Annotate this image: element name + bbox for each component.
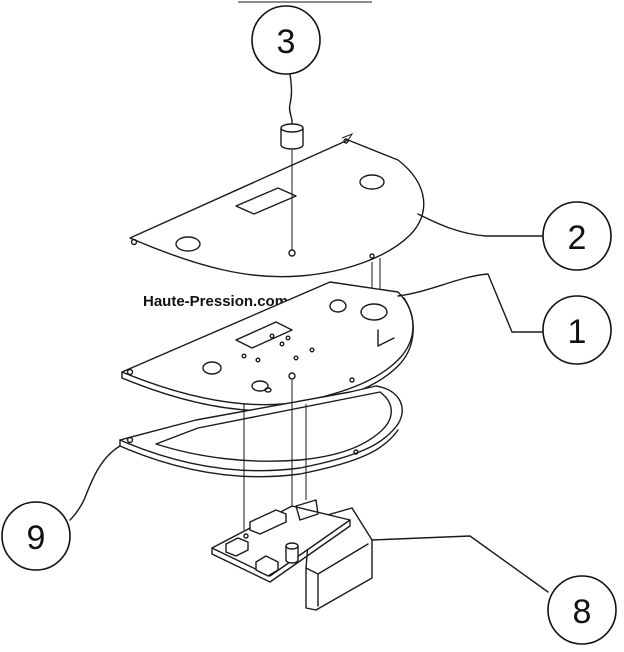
callout-3-leader [288,73,293,125]
callout-2: 2 [417,201,612,271]
callout-9-circle [1,501,71,571]
callout-1-circle [542,295,612,365]
knob-part [280,123,304,150]
gasket-ring [119,385,403,478]
middle-mounting-plate [121,281,414,412]
callout-8-label: 8 [573,593,592,631]
callout-8: 8 [371,535,617,645]
callout-9-leader [69,445,121,521]
top-cover-plate [129,132,425,278]
callout-1-leader [397,273,543,333]
callout-2-leader [417,213,543,237]
callout-8-leader [371,535,549,593]
watermark-text: Haute-Pression.com [143,293,288,310]
callout-3: 3 [251,5,321,125]
callout-1-label: 1 [568,313,587,351]
callout-3-circle [251,5,321,75]
callout-1: 1 [397,273,612,365]
callout-8-circle [547,575,617,645]
circuit-board-bracket [211,499,373,611]
callout-2-circle [542,201,612,271]
callout-9: 9 [1,445,121,571]
callout-2-label: 2 [568,219,587,257]
callout-9-label: 9 [27,519,46,557]
callout-3-label: 3 [277,23,296,61]
